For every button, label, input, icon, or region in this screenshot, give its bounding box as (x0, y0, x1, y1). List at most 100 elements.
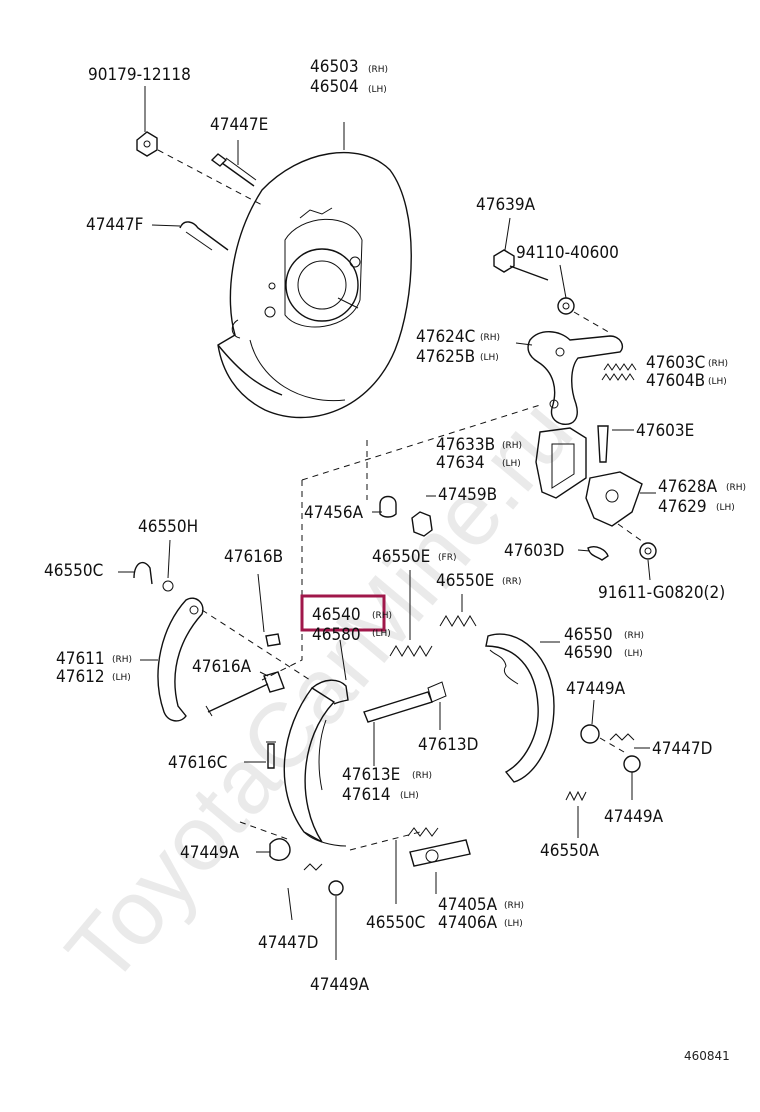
plate-47628A[interactable] (585, 471, 643, 527)
svg-text:47447E: 47447E (210, 115, 268, 135)
svg-text:(RH): (RH) (412, 771, 432, 781)
washer-47449A-right[interactable] (580, 724, 600, 744)
label-47633B: 47633B (RH) (436, 435, 522, 455)
washer-47449A-right2[interactable] (623, 755, 641, 773)
spring-46550E-rr[interactable] (439, 615, 477, 627)
label-47611: 47611 (RH) (56, 649, 132, 669)
label-47616A: 47616A (192, 657, 252, 677)
figure-reference: 460841 (684, 1049, 730, 1063)
svg-text:(RH): (RH) (504, 901, 524, 911)
svg-text:46550C: 46550C (366, 913, 425, 933)
label-47449A-right: 47449A (566, 679, 626, 699)
label-47628A: 47628A (RH) (658, 477, 746, 497)
rod-47616A[interactable] (205, 671, 285, 717)
spring-46550A[interactable] (565, 790, 587, 802)
svg-text:(LH): (LH) (480, 353, 499, 363)
bolt-47639A[interactable] (493, 249, 549, 281)
svg-text:47616A: 47616A (192, 657, 252, 677)
label-46503: 46503 (RH) (310, 57, 388, 77)
label-46550: 46550 (RH) (564, 625, 644, 645)
spring-47603C[interactable] (601, 363, 637, 381)
bolt-91611-G0820[interactable] (639, 542, 657, 560)
svg-text:47603D: 47603D (504, 541, 564, 561)
washer-47616B[interactable] (265, 633, 281, 647)
label-47603E: 47603E (636, 421, 694, 441)
svg-text:(FR): (FR) (438, 553, 456, 563)
svg-text:47456A: 47456A (304, 503, 364, 523)
washer-47449A-bottom[interactable] (328, 880, 344, 896)
svg-text:47604B: 47604B (646, 371, 705, 391)
label-47604B: 47604B (LH) (646, 371, 727, 391)
svg-text:(RH): (RH) (480, 333, 500, 343)
label-90179-12118: 90179-12118 (88, 65, 191, 85)
svg-text:46503: 46503 (310, 57, 359, 77)
clip-47603D[interactable] (587, 546, 609, 561)
nut-94110-40600[interactable] (557, 297, 575, 315)
bolt-47447E[interactable] (210, 153, 257, 187)
svg-text:91611-G0820(2): 91611-G0820(2) (598, 583, 725, 603)
spring-47447D-bottom[interactable] (303, 863, 323, 871)
label-47612: 47612 (LH) (56, 667, 131, 687)
label-47603C: 47603C (RH) (646, 353, 728, 373)
cup-47456A[interactable] (379, 495, 397, 518)
svg-text:47611: 47611 (56, 649, 105, 669)
nut-90179[interactable] (136, 131, 158, 157)
svg-text:(LH): (LH) (624, 649, 643, 659)
label-46540: 46540 (RH) (312, 605, 392, 625)
svg-text:47613E: 47613E (342, 765, 400, 785)
backing-plate[interactable] (217, 151, 412, 419)
svg-text:47406A: 47406A (438, 913, 498, 933)
svg-text:(RH): (RH) (726, 483, 746, 493)
svg-text:(RH): (RH) (368, 65, 388, 75)
svg-text:47447F: 47447F (86, 215, 143, 235)
svg-text:(RH): (RH) (502, 441, 522, 451)
bolt-47459B[interactable] (411, 511, 433, 537)
svg-text:(RH): (RH) (372, 611, 392, 621)
label-47459B: 47459B (438, 485, 497, 505)
svg-text:460841: 460841 (684, 1049, 730, 1063)
spring-46550E-fr[interactable] (389, 645, 433, 657)
svg-text:(LH): (LH) (504, 919, 523, 929)
highlight-box-46540[interactable] (300, 594, 386, 632)
svg-text:46580: 46580 (312, 625, 361, 645)
spring-46550C-bottom[interactable] (407, 827, 439, 837)
label-47616C: 47616C (168, 753, 227, 773)
label-47449A-right2: 47449A (604, 807, 664, 827)
svg-text:47603C: 47603C (646, 353, 705, 373)
svg-text:(LH): (LH) (368, 85, 387, 95)
housing-47633B[interactable] (535, 427, 587, 499)
washer-47449A-left[interactable] (269, 838, 291, 861)
pin-47616C[interactable] (266, 741, 276, 769)
label-94110-40600: 94110-40600 (516, 243, 619, 263)
adjuster-47613E[interactable] (363, 681, 447, 723)
pin-47603E[interactable] (597, 425, 609, 463)
svg-text:47639A: 47639A (476, 195, 536, 215)
label-47449A-bottom: 47449A (310, 975, 370, 995)
svg-text:(LH): (LH) (716, 503, 735, 513)
label-47603D: 47603D (504, 541, 564, 561)
strut-47405A[interactable] (409, 839, 471, 867)
svg-text:47449A: 47449A (566, 679, 626, 699)
svg-text:(LH): (LH) (708, 377, 727, 387)
label-46550C-bottom: 46550C (366, 913, 425, 933)
brake-shoe-46550[interactable] (485, 633, 555, 783)
svg-text:47447D: 47447D (258, 933, 318, 953)
svg-text:94110-40600: 94110-40600 (516, 243, 619, 263)
svg-text:47405A: 47405A (438, 895, 498, 915)
label-47613E: 47613E (RH) (342, 765, 432, 785)
label-47447E: 47447E (210, 115, 268, 135)
svg-text:46550H: 46550H (138, 517, 198, 537)
spring-47447D-right[interactable] (609, 733, 635, 741)
svg-text:47616C: 47616C (168, 753, 227, 773)
label-47405A: 47405A (RH) (438, 895, 524, 915)
svg-text:46550E: 46550E (372, 547, 430, 567)
svg-text:90179-12118: 90179-12118 (88, 65, 191, 85)
spring-46550C-left[interactable] (133, 561, 174, 592)
bracket-47447F[interactable] (179, 221, 229, 251)
svg-text:(RR): (RR) (502, 577, 522, 587)
svg-text:(LH): (LH) (372, 629, 391, 639)
lever-47624C[interactable] (527, 331, 624, 425)
label-46580: 46580 (LH) (312, 625, 391, 645)
brake-shoe-46540[interactable] (283, 679, 349, 847)
